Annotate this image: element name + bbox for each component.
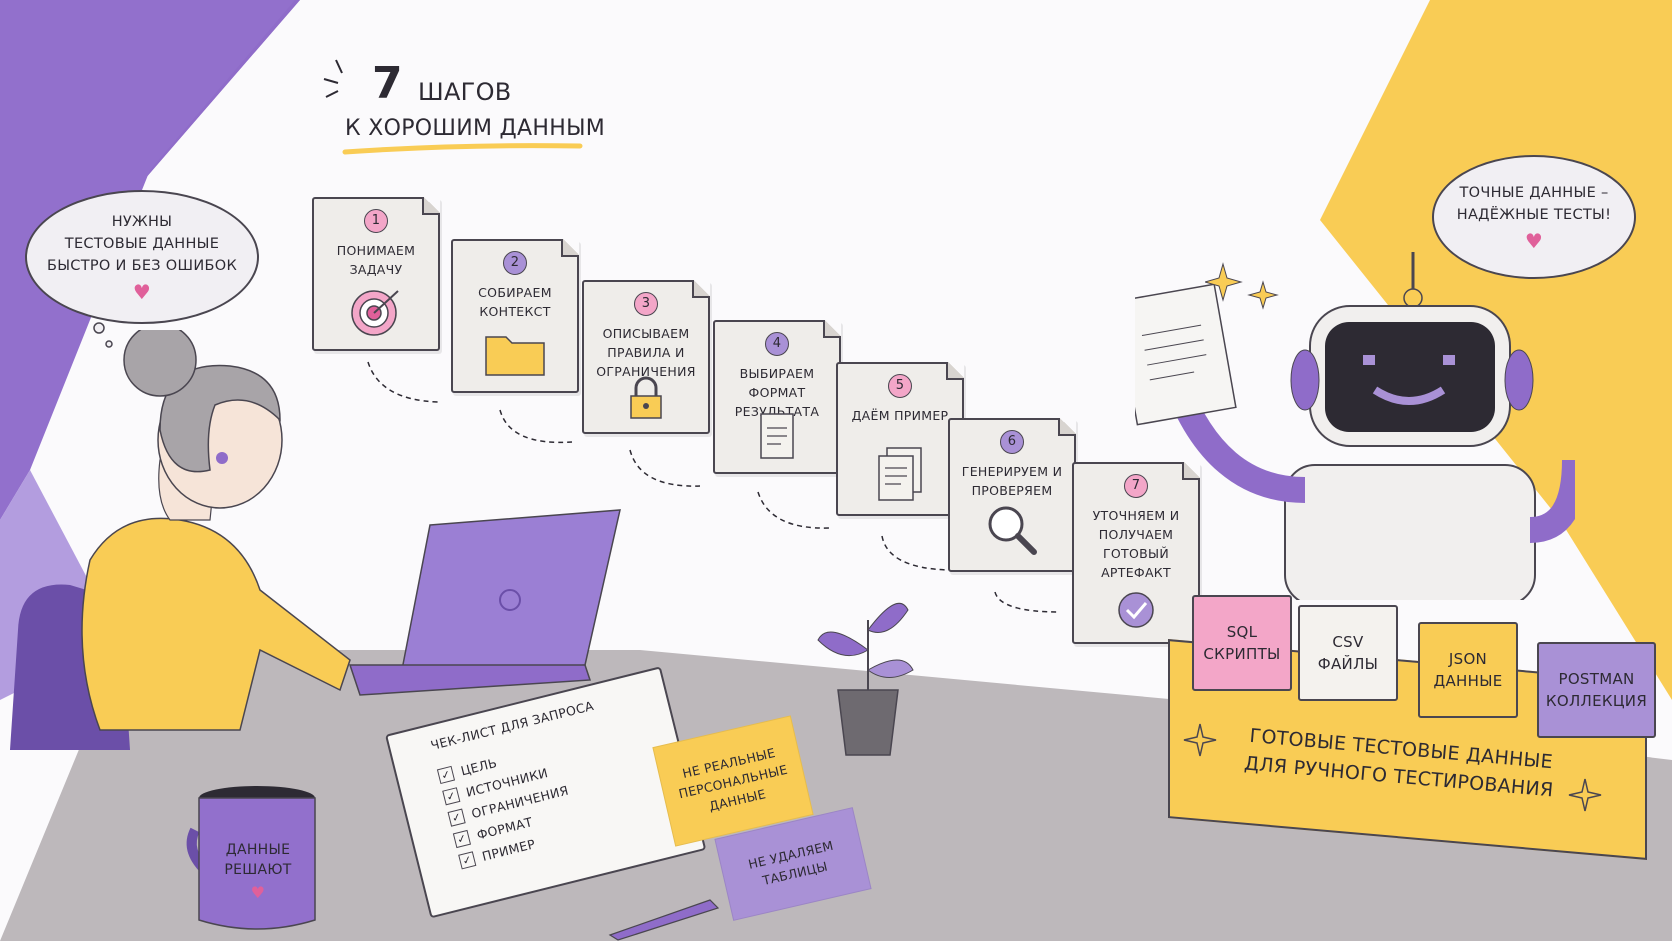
step-number: 5 <box>888 374 912 398</box>
step-label: Собираем контекст <box>478 285 552 319</box>
mug-body <box>186 786 316 930</box>
speech-bubble-left: Нужны тестовые данные быстро и без ошибо… <box>25 190 259 324</box>
plant-pot <box>817 602 914 756</box>
magnifier-icon <box>950 502 1074 558</box>
bubble-right-line: надёжные тесты! <box>1456 207 1612 223</box>
check-circle-icon <box>1074 590 1198 630</box>
mug-label-line: решают <box>224 862 292 878</box>
speech-bubble-right: Точные данные – надёжные тесты! ♥ <box>1432 155 1636 279</box>
title-underline <box>342 143 583 155</box>
sparkle-icon <box>1205 262 1279 310</box>
step-number: 2 <box>503 251 527 275</box>
checklist-items: ✓Цель ✓Источники ✓Ограничения ✓Формат ✓П… <box>436 736 581 872</box>
step-arrows <box>367 361 1061 613</box>
box-tab-json: JSON данные <box>1418 622 1518 718</box>
heart-icon: ♥ <box>1524 229 1544 253</box>
tab-line: коллекция <box>1545 692 1648 710</box>
bubble-left-line: быстро и без ошибок <box>46 258 238 274</box>
woman-illustration <box>10 330 351 750</box>
step-card-6: 6 Генерируем и проверяем <box>948 418 1076 572</box>
step-card-2: 2 Собираем контекст <box>451 239 579 393</box>
robot-illustration <box>1135 252 1575 600</box>
tab-line: JSON <box>1448 650 1488 668</box>
step-card-7: 7 Уточняем и получаем готовый артефакт <box>1072 462 1200 644</box>
checkbox-checked-icon: ✓ <box>452 829 471 848</box>
step-number: 3 <box>634 292 658 316</box>
step-label: Понимаем задачу <box>336 243 416 277</box>
step-label: Уточняем и получаем готовый артефакт <box>1092 508 1180 580</box>
thought-dots <box>93 322 113 348</box>
tab-line: CSV <box>1332 633 1364 651</box>
mug-label-line: Данные <box>225 842 291 858</box>
checkbox-checked-icon: ✓ <box>458 850 477 869</box>
tab-line: SQL <box>1226 623 1258 641</box>
step-card-3: 3 Описываем правила и ограничения <box>582 280 710 434</box>
laptop <box>348 509 621 696</box>
title-number: 7 <box>372 58 403 109</box>
title-subtitle: к хорошим данным <box>345 116 606 141</box>
step-number: 1 <box>364 209 388 233</box>
pen <box>608 899 720 941</box>
tab-line: файлы <box>1317 655 1379 673</box>
bubble-left-line: тестовые данные <box>64 236 220 252</box>
sparkle-icon <box>1183 723 1217 757</box>
heart-icon: ♥ <box>132 280 152 304</box>
lock-icon <box>584 376 708 420</box>
checkbox-checked-icon: ✓ <box>436 765 455 784</box>
box-tab-csv: CSV файлы <box>1298 605 1398 701</box>
sparkle-icon <box>1568 778 1602 812</box>
step-label: Выбираем формат результата <box>734 366 820 419</box>
step-label: Генерируем и проверяем <box>961 464 1063 498</box>
step-label: Описываем правила и ограничения <box>596 326 696 379</box>
heart-icon: ♥ <box>250 883 266 902</box>
step-card-5: 5 Даём пример <box>836 362 964 516</box>
document-icon <box>715 412 839 460</box>
step-number: 7 <box>1124 474 1148 498</box>
sparkle-lines <box>323 59 343 98</box>
checkbox-checked-icon: ✓ <box>442 786 461 805</box>
folder-icon <box>453 327 577 379</box>
bubble-left-line: Нужны <box>111 214 173 230</box>
mug-label: Данные решают ♥ <box>203 840 313 904</box>
step-label: Даём пример <box>851 408 949 423</box>
checkbox-checked-icon: ✓ <box>447 808 466 827</box>
step-number: 6 <box>1000 430 1024 454</box>
pages-icon <box>838 446 962 502</box>
box-tab-sql: SQL скрипты <box>1192 595 1292 691</box>
target-icon <box>314 287 438 337</box>
bubble-right-line: Точные данные – <box>1459 185 1609 201</box>
step-card-4: 4 Выбираем формат результата <box>713 320 841 474</box>
tab-line: данные <box>1433 672 1503 690</box>
box-tab-postman: Postman коллекция <box>1537 642 1656 738</box>
title-word: шагов <box>418 78 512 106</box>
tab-line: скрипты <box>1203 645 1281 663</box>
step-number: 4 <box>765 332 789 356</box>
tab-line: Postman <box>1558 670 1635 688</box>
step-card-1: 1 Понимаем задачу <box>312 197 440 351</box>
